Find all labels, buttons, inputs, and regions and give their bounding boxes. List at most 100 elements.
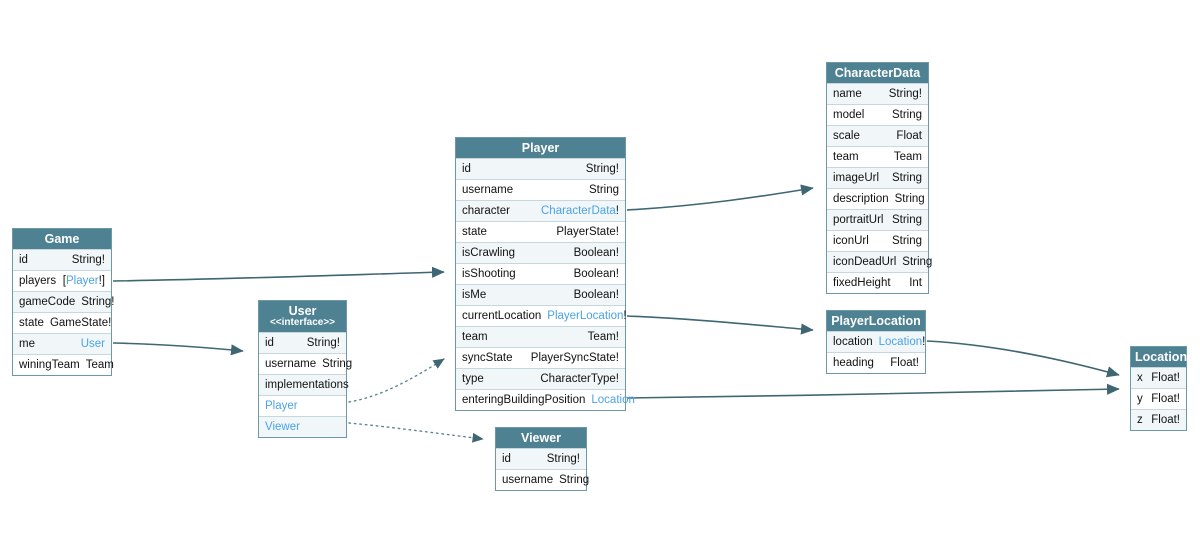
field-name: model	[833, 109, 865, 121]
type-node-playerlocation-header[interactable]: PlayerLocation	[827, 311, 925, 331]
type-title: User	[288, 304, 317, 318]
type-node-location: Location x Float! y Float! z Float!	[1130, 346, 1187, 431]
field-type: String!	[546, 453, 580, 465]
field-name: implementations	[265, 379, 349, 391]
type-node-user-header[interactable]: User <<interface>>	[259, 301, 346, 332]
field-row: isMe Boolean!	[456, 284, 625, 305]
field-type: String!	[81, 296, 115, 308]
implementation-link[interactable]: Viewer	[265, 421, 300, 433]
type-node-viewer-header[interactable]: Viewer	[496, 428, 586, 448]
field-row: winingTeam Team	[13, 354, 114, 375]
field-row: x Float!	[1131, 367, 1186, 388]
field-name: id	[502, 453, 511, 465]
field-type: String!	[585, 163, 619, 175]
field-name: name	[833, 88, 862, 100]
type-node-user: User <<interface>> id String! username S…	[258, 300, 352, 438]
field-row: state PlayerState!	[456, 221, 625, 242]
type-node-location-header[interactable]: Location	[1131, 347, 1188, 367]
field-row: portraitUrl String	[827, 209, 928, 230]
field-type: String	[902, 256, 933, 268]
field-row: username String	[259, 353, 352, 374]
field-row: username String	[496, 469, 590, 490]
field-row: syncState PlayerSyncState!	[456, 347, 625, 368]
field-name: winingTeam	[19, 359, 80, 371]
field-name: gameCode	[19, 296, 76, 308]
field-type: CharacterData!	[541, 205, 619, 217]
field-row: y Float!	[1131, 388, 1186, 409]
field-type: [Player!]	[62, 275, 105, 287]
type-link[interactable]: CharacterData	[541, 205, 616, 217]
type-title: Location	[1135, 350, 1188, 364]
type-stereotype: <<interface>>	[269, 317, 336, 328]
type-link[interactable]: PlayerLocation	[547, 310, 624, 322]
field-type: GameState!	[49, 317, 112, 329]
field-row: implementations	[259, 374, 349, 395]
type-title: Viewer	[520, 431, 562, 445]
field-row: isShooting Boolean!	[456, 263, 625, 284]
type-link[interactable]: Location	[878, 336, 923, 348]
field-name: isMe	[462, 289, 487, 301]
implementation-link[interactable]: Player	[265, 400, 298, 412]
field-name: id	[462, 163, 471, 175]
field-type: String!	[71, 254, 105, 266]
field-type: User	[81, 334, 105, 354]
field-name: imageUrl	[833, 172, 880, 184]
field-name: y	[1137, 393, 1143, 405]
field-name: z	[1137, 414, 1143, 426]
field-type: PlayerSyncState!	[530, 352, 619, 364]
field-name: iconUrl	[833, 235, 869, 247]
field-row: Player	[259, 395, 346, 416]
edge-user-player-implementation	[348, 358, 445, 403]
field-type: Team	[893, 151, 922, 163]
field-type: String	[588, 184, 619, 196]
field-name: character	[462, 205, 510, 217]
edge-user-viewer-implementation	[348, 422, 484, 443]
field-type: String	[891, 109, 922, 121]
edge-game-me-to-user	[112, 342, 244, 356]
field-type: String	[559, 474, 590, 486]
field-type: Float!	[1151, 393, 1180, 405]
field-type: CharacterType!	[540, 373, 619, 385]
field-type: String	[891, 235, 922, 247]
field-row: imageUrl String	[827, 167, 928, 188]
field-type: String	[891, 214, 922, 226]
field-name: currentLocation	[462, 310, 542, 322]
field-type: Int	[909, 277, 922, 289]
type-node-player-header[interactable]: Player	[456, 138, 625, 158]
field-type: String	[894, 193, 925, 205]
field-row: name String!	[827, 83, 928, 104]
field-name: location	[833, 336, 873, 348]
type-node-characterdata-header[interactable]: CharacterData	[827, 63, 928, 83]
field-row: enteringBuildingPosition Location	[456, 389, 635, 410]
type-link[interactable]: User	[80, 338, 105, 350]
type-node-game-header[interactable]: Game	[13, 229, 111, 249]
field-name: enteringBuildingPosition	[462, 394, 586, 406]
type-title: Player	[521, 141, 560, 155]
field-type: PlayerState!	[556, 226, 619, 238]
field-row: id String!	[456, 158, 625, 179]
type-node-player: Player id String! username String charac…	[455, 137, 635, 411]
field-name: team	[462, 331, 488, 343]
field-type: Float!	[1151, 414, 1180, 426]
field-row: state GameState!	[13, 312, 111, 333]
field-type: Team!	[587, 331, 619, 343]
field-row: z Float!	[1131, 409, 1186, 430]
field-name: fixedHeight	[833, 277, 891, 289]
field-type: Float!	[890, 357, 919, 369]
field-type: Boolean!	[573, 247, 619, 259]
field-name: state	[462, 226, 487, 238]
field-type: Boolean!	[573, 268, 619, 280]
field-name: username	[265, 358, 317, 370]
field-row: description String	[827, 188, 928, 209]
field-type: Location!	[878, 336, 926, 348]
field-name: team	[833, 151, 859, 163]
field-row: id String!	[496, 448, 586, 469]
type-title: Game	[44, 232, 80, 246]
type-title: CharacterData	[834, 66, 921, 80]
field-row: iconDeadUrl String	[827, 251, 932, 272]
field-name: heading	[833, 357, 874, 369]
field-row: fixedHeight Int	[827, 272, 928, 293]
field-row: model String	[827, 104, 928, 125]
type-link[interactable]: Location	[591, 394, 635, 406]
type-link[interactable]: Player	[66, 275, 99, 287]
